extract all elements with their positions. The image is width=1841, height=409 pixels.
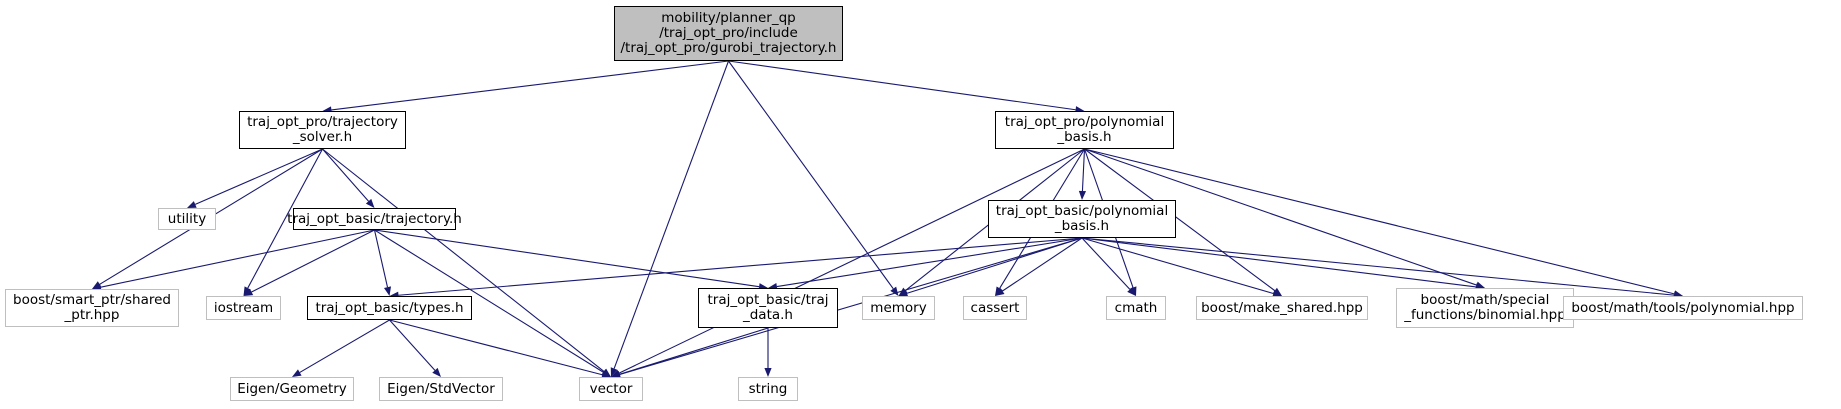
dependency-edge [728,60,894,290]
dependency-edge [1081,237,1675,296]
node-string: string [738,377,798,401]
node-label-line: traj_opt_pro/trajectory [247,114,398,130]
dependency-edge [195,148,323,205]
dependency-arrowhead [601,371,611,379]
node-make-shared-hpp: boost/make_shared.hpp [1196,296,1368,320]
node-traj-data-h[interactable]: traj_opt_basic/traj _data.h [698,288,838,328]
node-label-line: traj_opt_basic/types.h [315,299,464,316]
dependency-edge [1081,237,1131,290]
node-vector: vector [579,377,643,401]
node-utility: utility [158,208,216,230]
dependency-arrowhead [243,286,251,296]
dependency-arrowhead [365,198,375,208]
node-label-line: iostream [213,299,274,316]
dependency-arrowhead [610,367,618,377]
node-label-line: _functions/binomial.hpp [1404,307,1566,323]
dependency-edge [1002,237,1083,292]
node-polynomial-basis-pro-h[interactable]: traj_opt_pro/polynomial _basis.h [995,111,1174,149]
dependency-edge [322,148,605,372]
dependency-arrowhead [1078,190,1087,200]
node-eigen-stdvector: Eigen/StdVector [379,377,503,401]
node-label-line: /traj_opt_pro/gurobi_trajectory.h [620,40,837,56]
dependency-edge [618,148,1085,374]
dependency-edge [1084,148,1675,295]
dependency-arrowhead [898,289,909,297]
node-label-line: _basis.h [1057,129,1112,145]
dependency-edge [299,319,390,373]
dependency-arrowhead [292,369,302,377]
node-label-line: vector [589,380,633,397]
dependency-arrowhead [995,288,1005,296]
node-label-line: utility [167,210,207,227]
dependency-edge [373,229,389,288]
node-label-line: _basis.h [1054,218,1110,234]
node-label-line: cmath [1114,299,1158,316]
dependency-arrowhead [764,368,772,377]
dependency-edge [613,60,730,369]
node-label-line: _data.h [742,307,793,323]
node-cmath: cmath [1106,296,1166,320]
dependency-edge [1084,148,1477,286]
node-label-line: _solver.h [292,129,353,145]
node-memory: memory [862,296,935,320]
node-label-line: Eigen/Geometry [237,380,347,397]
dependency-edge [374,229,760,288]
dependency-arrowhead [187,201,197,208]
dependency-edge [389,319,603,376]
dependency-edge [1081,148,1086,192]
node-label-line: traj_opt_pro/polynomial [1004,114,1165,130]
node-gurobi-trajectory-h: mobility/planner_qp /traj_opt_pro/includ… [614,6,843,61]
dependency-edge [331,60,729,111]
node-label-line: /traj_opt_pro/include [659,25,798,41]
node-trajectory-h[interactable]: traj_opt_basic/trajectory.h [287,208,462,230]
node-label-line: traj_opt_basic/traj [707,292,829,308]
dependency-edge [251,229,375,293]
node-label-line: boost/math/special [1420,292,1550,308]
dependency-edge [322,148,369,202]
node-label-line: traj_opt_basic/trajectory.h [287,210,462,227]
node-label-line: boost/smart_ptr/shared [13,292,171,308]
node-label-line: boost/math/tools/polynomial.hpp [1571,299,1795,316]
node-tools-polynomial-hpp: boost/math/tools/polynomial.hpp [1563,296,1803,320]
dependency-arrowhead [890,286,899,296]
dependency-edge [374,229,604,373]
dependency-edge [100,229,375,288]
node-types-h[interactable]: traj_opt_basic/types.h [307,296,472,320]
dependency-arrowhead [1272,290,1282,297]
node-label-line: string [748,380,788,397]
dependency-arrowhead [1127,286,1136,296]
dependency-edge [728,60,1076,111]
dependency-edge [1084,148,1276,292]
node-cassert: cassert [963,296,1027,320]
node-binomial-hpp: boost/math/special _functions/binomial.h… [1396,288,1574,328]
node-label-line: boost/make_shared.hpp [1201,299,1363,316]
node-eigen-geometry: Eigen/Geometry [230,377,354,401]
dependency-edge [1081,237,1477,288]
dependency-edge [619,237,1083,375]
dependency-edge [389,319,436,371]
dependency-edge [776,237,1083,288]
node-label-line: _ptr.hpp [64,307,120,323]
dependency-arrowhead [432,367,441,377]
node-label-line: cassert [970,299,1020,316]
node-polynomial-basis-basic-h[interactable]: traj_opt_basic/polynomial _basis.h [988,200,1176,238]
node-label-line: memory [870,299,927,316]
dependency-edge [247,148,323,289]
node-iostream: iostream [206,296,281,320]
dependency-arrowhead [243,288,254,296]
dependency-edge [1081,237,1274,295]
node-label-line: Eigen/StdVector [387,380,495,397]
dependency-arrowhead [92,283,102,291]
dependency-arrowhead [383,286,392,296]
dependency-edge [398,237,1083,296]
node-label-line: traj_opt_basic/polynomial [995,203,1169,219]
node-trajectory-solver-h[interactable]: traj_opt_pro/trajectory _solver.h [239,111,406,149]
node-shared-ptr-hpp: boost/smart_ptr/shared _ptr.hpp [5,289,179,327]
dependency-arrowhead [611,370,621,378]
dependency-edge [906,237,1083,294]
node-label-line: mobility/planner_qp [661,10,796,26]
